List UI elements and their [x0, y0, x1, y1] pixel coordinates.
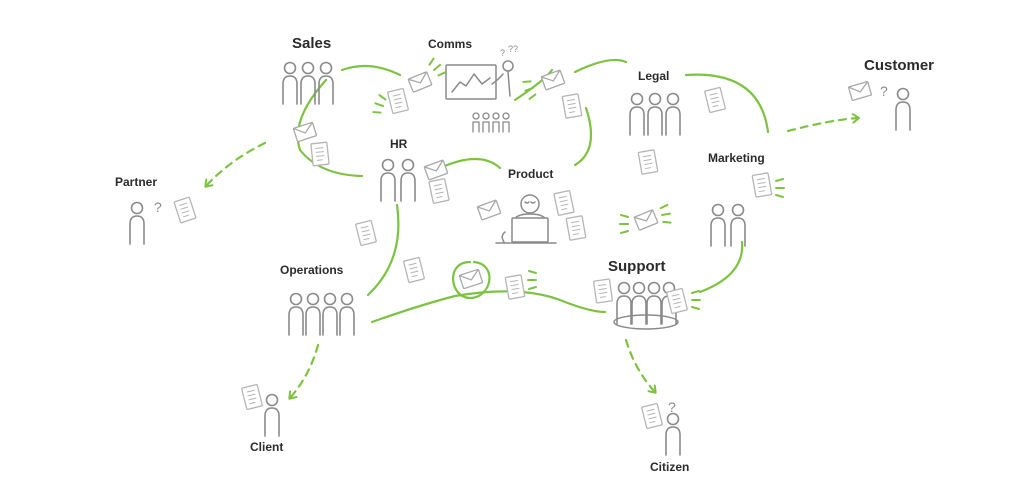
document-icon [665, 287, 689, 315]
document-icon [637, 149, 659, 175]
label-sales: Sales [292, 35, 332, 52]
flow-sales-loop [296, 78, 364, 178]
arrow-to-customer [786, 118, 858, 133]
label-hr: HR [390, 137, 408, 151]
envelope-icon [847, 80, 873, 102]
dashed-arrows [206, 118, 858, 398]
person-icon [322, 292, 338, 336]
person-icon [629, 92, 645, 136]
envelope-icon [476, 199, 502, 221]
envelope-icon [633, 209, 659, 231]
label-support: Support [608, 258, 666, 275]
person-icon [895, 87, 911, 131]
label-product: Product [508, 167, 554, 181]
person-icon [288, 292, 304, 336]
laptop-icon [495, 194, 557, 244]
question-marks: ? ? ? [154, 83, 888, 415]
label-legal: Legal [638, 69, 670, 83]
document-icon [553, 189, 575, 217]
documents [173, 86, 773, 430]
document-icon [703, 86, 727, 114]
envelope-icon [407, 71, 433, 93]
envelope-icon [423, 159, 449, 181]
person-icon [129, 201, 145, 245]
label-customer: Customer [864, 57, 935, 74]
document-icon [354, 219, 378, 247]
envelope-icon [458, 268, 484, 290]
legal-group [629, 92, 681, 136]
label-marketing: Marketing [708, 151, 765, 165]
person-icon [339, 292, 355, 336]
person-icon [264, 393, 280, 437]
person-icon [665, 92, 681, 136]
marketing-group [710, 203, 746, 247]
arrow-to-client [290, 343, 320, 398]
presentation-board-icon: ??? [445, 44, 518, 133]
label-citizen: Citizen [650, 460, 690, 474]
label-operations: Operations [280, 263, 344, 277]
svg-text:??: ?? [508, 44, 518, 54]
person-icon [710, 203, 726, 247]
flow-comms-legal [513, 58, 628, 102]
person-icon [665, 412, 681, 456]
envelope-icon [540, 69, 566, 91]
flow-hr-operations [366, 203, 400, 297]
person-icon [400, 158, 416, 202]
arrow-to-citizen [624, 338, 655, 392]
label-comms: Comms [428, 37, 473, 51]
sales-group [282, 61, 334, 105]
document-icon [240, 383, 264, 411]
customer-person [895, 87, 911, 131]
question-icon: ? [880, 83, 888, 99]
document-icon [640, 402, 664, 430]
document-icon [310, 141, 330, 167]
flow-hr-product [438, 158, 502, 170]
flow-legal-down [573, 106, 593, 167]
document-icon [561, 93, 583, 119]
person-icon [380, 158, 396, 202]
citizen-person [665, 412, 681, 456]
person-icon [282, 61, 298, 105]
envelopes [292, 69, 873, 290]
svg-text:?: ? [500, 48, 505, 58]
support-group [613, 281, 679, 330]
question-icon: ? [154, 199, 162, 215]
document-icon [751, 172, 773, 198]
flow-legal-marketing [684, 73, 770, 134]
flow-envelope-loop [452, 260, 491, 300]
document-icon [565, 215, 587, 241]
flow-operations-support [370, 290, 607, 324]
person-icon [647, 92, 663, 136]
document-icon [592, 278, 614, 304]
partner-person [129, 201, 145, 245]
person-icon [631, 281, 647, 325]
document-icon [504, 274, 526, 300]
label-client: Client [250, 440, 284, 454]
flow-sales-comms [340, 64, 402, 77]
label-partner: Partner [115, 175, 158, 189]
document-icon [173, 196, 197, 224]
hr-group [380, 158, 416, 202]
client-person [264, 393, 280, 437]
flow-marketing-support [698, 240, 744, 294]
flow-lines [296, 58, 770, 324]
person-icon [318, 61, 334, 105]
question-icon: ? [668, 399, 676, 415]
envelope-icon [292, 121, 318, 143]
document-icon [428, 177, 450, 205]
person-icon [305, 292, 321, 336]
operations-group [288, 292, 355, 336]
document-icon [386, 87, 410, 115]
document-icon [402, 256, 426, 284]
person-icon [646, 281, 662, 325]
arrow-to-partner [206, 141, 267, 186]
person-icon [730, 203, 746, 247]
